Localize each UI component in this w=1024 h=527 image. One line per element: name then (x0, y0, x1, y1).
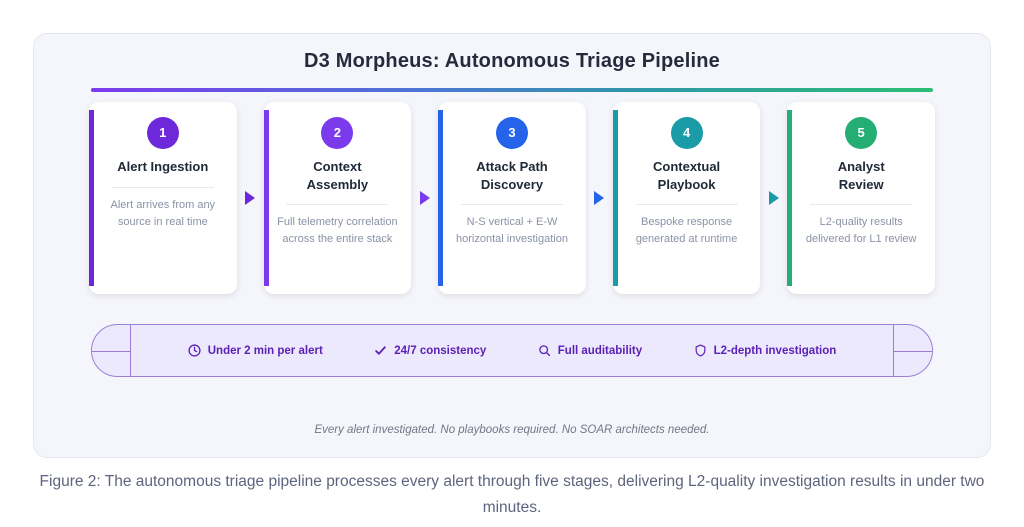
feature-under-2-min: Under 2 min per alert (188, 344, 323, 357)
search-icon (539, 345, 550, 357)
feature-247-consistency: 24/7 consistency (374, 344, 486, 357)
clock-icon (188, 344, 201, 357)
pill-cap-line (894, 350, 932, 352)
stage-description: N-S vertical + E-W horizontal investigat… (456, 216, 568, 246)
benefits-pill: Under 2 min per alert 24/7 consistency F… (91, 324, 933, 377)
stage-number-badge: 5 (845, 117, 878, 149)
stage-divider (460, 204, 563, 206)
stage-accent-bar (89, 110, 94, 286)
feature-full-auditability: Full auditability (538, 344, 642, 357)
feature-label: L2-depth investigation (713, 344, 837, 357)
stage-number-badge: 1 (146, 117, 179, 149)
arrow-right-icon (245, 191, 256, 205)
stage-description: Full telemetry correlation across the en… (277, 216, 398, 246)
figure-footnote: Every alert investigated. No playbooks r… (314, 424, 710, 436)
stage-connector (586, 102, 613, 294)
stage-connector (237, 102, 264, 294)
stage-card-context-assembly: 2 Context Assembly Full telemetry correl… (263, 102, 412, 294)
gradient-divider (91, 88, 933, 92)
stage-divider (286, 204, 389, 206)
pipeline-figure-panel: D3 Morpheus: Autonomous Triage Pipeline … (33, 33, 991, 458)
pill-cap-line (130, 325, 131, 376)
stage-accent-bar (263, 110, 269, 286)
stage-number-badge: 3 (495, 117, 528, 149)
figure-caption: Figure 2: The autonomous triage pipeline… (39, 473, 985, 517)
stage-accent-bar (438, 110, 444, 286)
stage-title: Context Assembly (306, 159, 369, 192)
stage-divider (111, 186, 214, 188)
stage-number-badge: 4 (670, 117, 703, 149)
stage-accent-bar (787, 110, 793, 286)
arrow-right-icon (419, 191, 430, 205)
stage-title: Analyst Review (837, 159, 885, 192)
pill-cap-line (893, 325, 894, 376)
stage-card-contextual-playbook: 4 Contextual Playbook Bespoke response g… (612, 102, 761, 294)
stage-title: Contextual Playbook (652, 159, 721, 192)
stage-description: L2-quality results delivered for L1 revi… (805, 216, 917, 246)
stage-connector (411, 102, 438, 294)
figure-title: D3 Morpheus: Autonomous Triage Pipeline (304, 50, 720, 72)
stage-connector (760, 102, 787, 294)
shield-icon (695, 344, 706, 357)
stage-description: Bespoke response generated at runtime (635, 216, 738, 246)
feature-label: 24/7 consistency (394, 344, 487, 357)
arrow-right-icon (768, 191, 779, 205)
stage-card-alert-ingestion: 1 Alert Ingestion Alert arrives from any… (89, 102, 237, 294)
stage-description: Alert arrives from any source in real ti… (110, 198, 216, 228)
feature-label: Full auditability (557, 344, 643, 357)
feature-label: Under 2 min per alert (207, 344, 323, 357)
stage-divider (635, 204, 738, 206)
check-icon (375, 346, 387, 355)
stage-card-analyst-review: 5 Analyst Review L2-quality results deli… (787, 102, 935, 294)
stage-number-badge: 2 (321, 117, 354, 149)
stage-card-attack-path-discovery: 3 Attack Path Discovery N-S vertical + E… (438, 102, 586, 294)
stage-divider (810, 204, 913, 206)
feature-l2-depth: L2-depth investigation (694, 344, 837, 357)
stage-accent-bar (612, 110, 618, 286)
pill-cap-line (92, 350, 130, 352)
arrow-right-icon (594, 191, 605, 205)
stage-title: Attack Path Discovery (476, 159, 548, 192)
pipeline-stages-row: 1 Alert Ingestion Alert arrives from any… (89, 102, 935, 294)
stage-title: Alert Ingestion (117, 159, 209, 174)
